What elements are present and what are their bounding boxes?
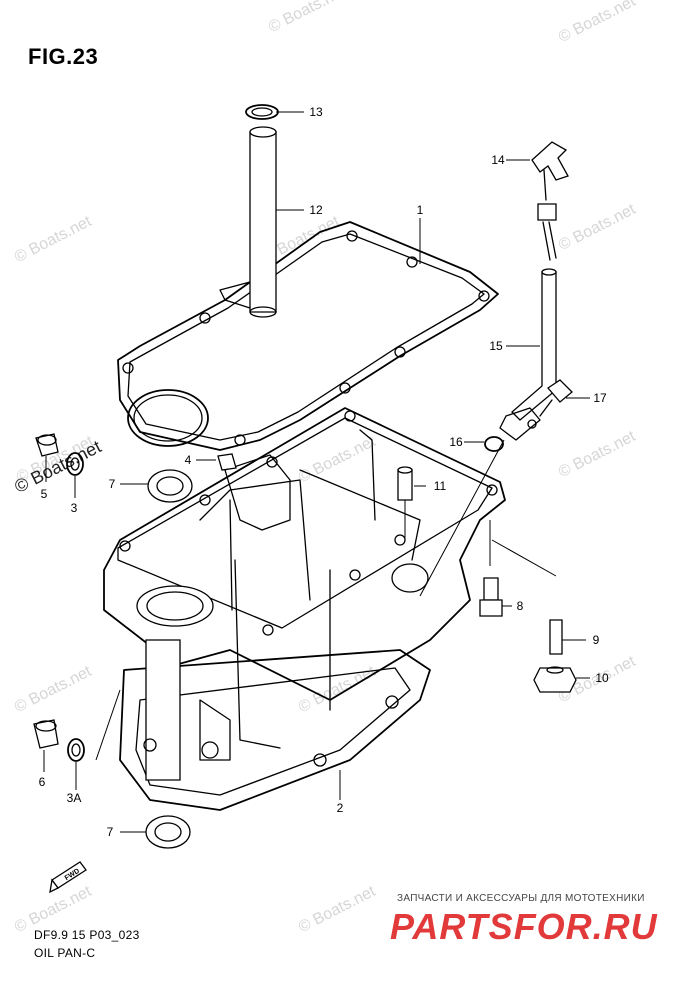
part-label-12: 12 (309, 203, 323, 217)
part-label-15: 15 (489, 339, 503, 353)
fwd-arrow-icon: FWD (49, 861, 87, 894)
part-label-8: 8 (516, 599, 524, 613)
gasket-part-3 (66, 452, 84, 476)
model-code: DF9.9 15 P03_023 (34, 928, 140, 942)
bolt-part-8 (479, 520, 557, 617)
part-label-13: 13 (309, 105, 323, 119)
o-ring-part-16 (484, 436, 504, 452)
gasket-part-3A (67, 738, 85, 762)
pipe-part-12 (249, 126, 277, 318)
pin-part-11 (397, 466, 413, 540)
part-label-9: 9 (592, 633, 600, 647)
part-label-3A: 3A (66, 791, 82, 805)
part-label-6: 6 (38, 775, 46, 789)
plug-part-4 (217, 453, 237, 471)
part-label-11: 11 (433, 479, 447, 493)
diagram-name: OIL PAN-C (34, 946, 96, 960)
plug-part-6 (33, 719, 59, 749)
part-label-14: 14 (491, 153, 505, 167)
part-label-17: 17 (593, 391, 607, 405)
part-label-7-upper: 7 (108, 477, 116, 491)
dipstick-part-14 (531, 141, 569, 261)
leader-lines (43, 111, 590, 833)
part-label-3: 3 (70, 501, 78, 515)
gasket-part-1 (117, 221, 499, 451)
oil-pan-part-2 (95, 407, 506, 811)
figure-title: FIG.23 (28, 44, 99, 69)
oil-seal-part-7-upper (147, 469, 193, 503)
ad-tagline: ЗАПЧАСТИ И АКСЕССУАРЫ ДЛЯ МОТОТЕХНИКИ (397, 893, 645, 904)
bolt-part-17 (539, 379, 573, 417)
part-label-7-lower: 7 (106, 825, 114, 839)
part-label-16: 16 (449, 435, 463, 449)
nut-part-10 (533, 666, 577, 693)
ad-logo[interactable]: PARTSFOR.RU (390, 906, 658, 947)
plug-part-5 (35, 433, 59, 457)
stud-part-9 (549, 619, 563, 655)
fwd-label: FWD (64, 868, 81, 882)
clip-part-13 (245, 104, 279, 120)
part-label-10: 10 (595, 671, 609, 685)
part-label-1: 1 (416, 203, 424, 217)
oil-seal-part-7-lower (145, 815, 191, 849)
part-label-5: 5 (40, 487, 48, 501)
tube-part-15 (419, 268, 557, 597)
part-label-2: 2 (336, 801, 344, 815)
part-label-4: 4 (184, 453, 192, 467)
